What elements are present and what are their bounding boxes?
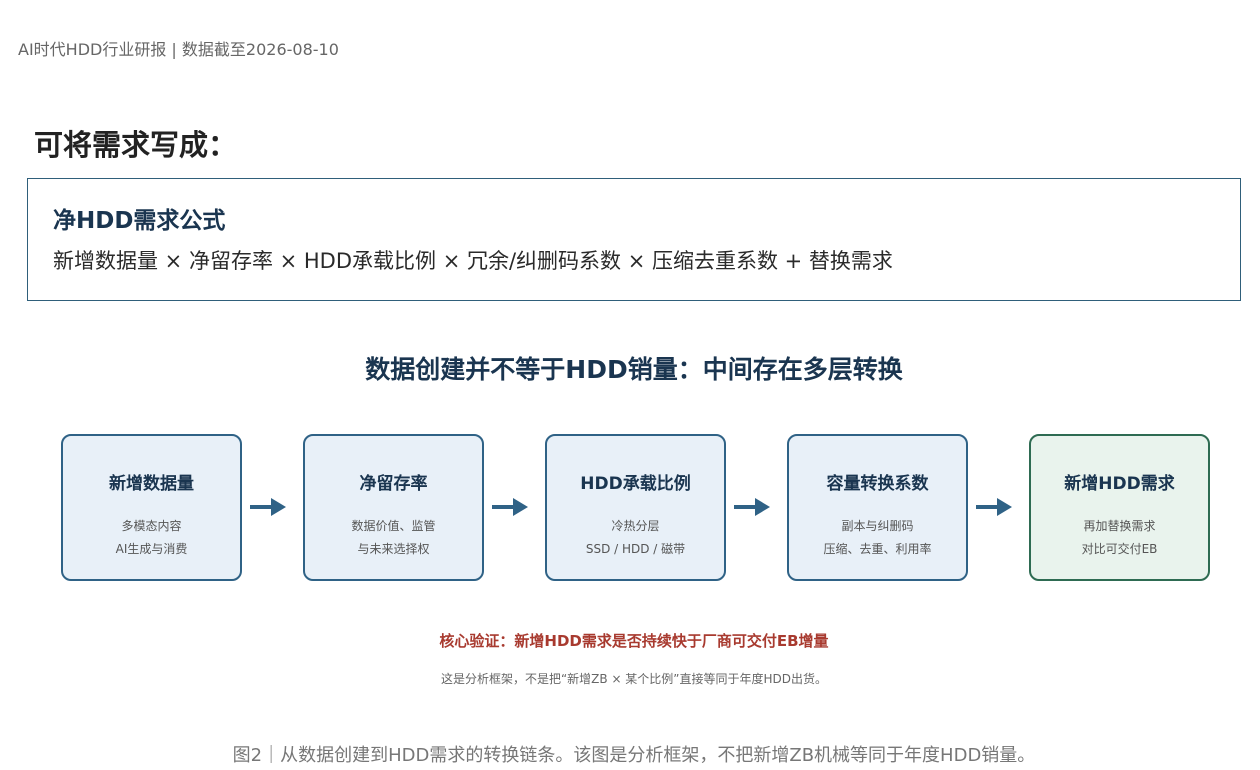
formula-expression: 新增数据量 × 净留存率 × HDD承载比例 × 冗余/纠删码系数 × 压缩去重…	[53, 249, 893, 273]
core-verification-note: 核心验证：新增HDD需求是否持续快于厂商可交付EB增量	[439, 632, 829, 650]
flow-node-title: 新增HDD需求	[1064, 474, 1175, 494]
flow-node-detail: 压缩、去重、利用率	[823, 542, 932, 556]
formula-title: 净HDD需求公式	[53, 208, 226, 234]
flow-node-new-hdd-demand: 新增HDD需求 再加替换需求 对比可交付EB	[1029, 434, 1210, 581]
flow-node-hdd-share: HDD承载比例 冷热分层 SSD / HDD / 磁带	[545, 434, 726, 581]
flow-node-capacity-factor: 容量转换系数 副本与纠删码 压缩、去重、利用率	[787, 434, 968, 581]
flow-arrow-right-icon	[734, 498, 770, 516]
figure-caption: 图2｜从数据创建到HDD需求的转换链条。该图是分析框架，不把新增ZB机械等同于年…	[232, 745, 1036, 766]
flow-node-detail: AI生成与消费	[115, 542, 188, 556]
flow-node-detail: 再加替换需求	[1083, 519, 1156, 533]
flow-node-detail: SSD / HDD / 磁带	[585, 542, 686, 556]
formula-box: 净HDD需求公式 新增数据量 × 净留存率 × HDD承载比例 × 冗余/纠删码…	[27, 178, 1241, 301]
flow-node-detail: 与未来选择权	[357, 542, 430, 556]
flow-node-detail: 副本与纠删码	[841, 519, 914, 533]
flow-node-title: 净留存率	[359, 474, 428, 494]
flow-arrow-right-icon	[492, 498, 528, 516]
flow-node-title: HDD承载比例	[580, 474, 691, 494]
flow-node-new-data: 新增数据量 多模态内容 AI生成与消费	[61, 434, 242, 581]
flow-node-detail: 冷热分层	[611, 519, 660, 533]
flow-arrow-right-icon	[976, 498, 1012, 516]
flow-node-title: 容量转换系数	[826, 474, 929, 494]
report-source-line: AI时代HDD行业研报 | 数据截至2026-08-10	[18, 40, 339, 59]
framework-disclaimer: 这是分析框架，不是把“新增ZB × 某个比例”直接等同于年度HDD出货。	[440, 672, 828, 686]
flow-node-title: 新增数据量	[109, 474, 194, 494]
section-heading: 可将需求写成：	[34, 128, 238, 162]
flow-diagram-title: 数据创建并不等于HDD销量：中间存在多层转换	[365, 355, 903, 384]
flow-arrow-right-icon	[250, 498, 286, 516]
flow-node-detail: 数据价值、监管	[351, 519, 436, 533]
flow-node-detail: 多模态内容	[121, 519, 182, 533]
flow-node-retention-rate: 净留存率 数据价值、监管 与未来选择权	[303, 434, 484, 581]
flow-node-detail: 对比可交付EB	[1081, 542, 1158, 556]
